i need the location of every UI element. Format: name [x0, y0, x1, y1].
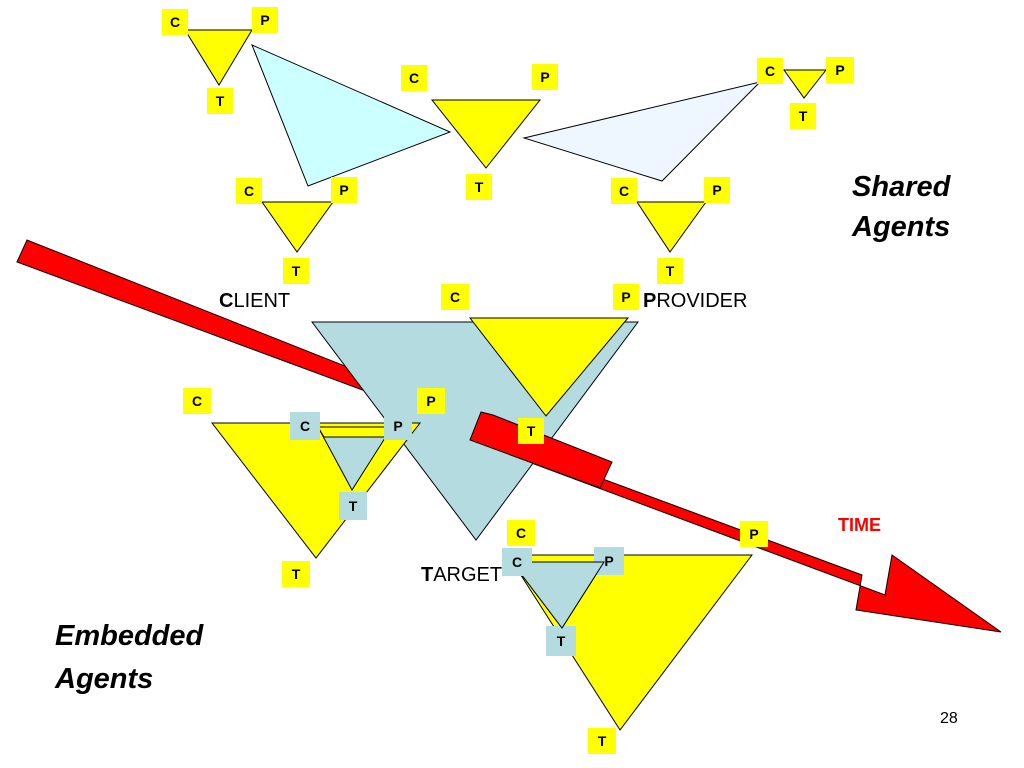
svg-text:P: P — [835, 62, 844, 78]
svg-text:T: T — [527, 423, 536, 439]
svg-text:P: P — [393, 418, 402, 434]
target-c-box: C — [441, 284, 469, 310]
svg-text:T: T — [557, 633, 566, 649]
agent-client-t-box: T — [283, 258, 309, 284]
target-inner-triangle — [468, 317, 630, 417]
svg-text:T: T — [799, 108, 808, 124]
embedded-left-p-box: P — [417, 388, 445, 414]
embedded-left-inner-c-box: C — [290, 412, 320, 440]
agent-top-left-p-box: P — [252, 7, 278, 33]
svg-text:P: P — [604, 553, 613, 569]
client-target-link-triangle — [251, 44, 452, 187]
svg-text:C: C — [300, 418, 310, 434]
embedded-left-t-box: T — [282, 561, 310, 587]
svg-text:C: C — [192, 393, 202, 409]
svg-text:C: C — [619, 183, 629, 199]
agent-top-right-p-box: P — [826, 57, 854, 83]
embedded-left-inner-t-box: T — [339, 492, 367, 520]
agent-client-c-box: C — [236, 178, 262, 204]
svg-text:C: C — [765, 63, 775, 79]
shared-agents-heading-line2: Agents — [851, 211, 950, 243]
svg-text:P: P — [260, 12, 269, 28]
target-provider-link-triangle — [522, 81, 762, 182]
svg-text:T: T — [292, 263, 301, 279]
svg-text:P: P — [749, 526, 758, 542]
embedded-bottom-c-box: C — [507, 520, 535, 546]
svg-text:P: P — [339, 182, 348, 198]
svg-text:T: T — [349, 498, 358, 514]
svg-text:C: C — [516, 525, 526, 541]
embedded-bottom-t-box: T — [588, 728, 616, 754]
time-arrow — [16, 239, 1002, 633]
svg-text:P: P — [621, 289, 630, 305]
embedded-left-triangle — [210, 422, 422, 559]
agent-provider-p-box: P — [704, 177, 730, 203]
svg-text:C: C — [170, 14, 180, 30]
target-p-box: P — [613, 284, 639, 310]
agent-provider-triangle — [636, 201, 707, 253]
time-label: TIME — [838, 515, 881, 535]
svg-text:T: T — [666, 263, 675, 279]
shared-agents-heading-line1: Shared — [852, 171, 952, 203]
page-number: 28 — [940, 710, 958, 727]
agent-top-center-c-box: C — [401, 65, 427, 91]
agent-client-p-box: P — [331, 177, 357, 203]
svg-text:C: C — [450, 289, 460, 305]
agent-provider-t-box: T — [657, 258, 683, 284]
provider-role-label: PROVIDER — [643, 290, 747, 312]
agent-top-center-triangle — [430, 99, 542, 169]
svg-text:T: T — [292, 566, 301, 582]
agent-top-right-triangle — [783, 69, 828, 99]
agent-top-center-p-box: P — [532, 64, 558, 90]
embedded-agents-heading-line1: Embedded — [55, 620, 205, 652]
agent-client-triangle — [261, 201, 334, 253]
svg-text:T: T — [475, 179, 484, 195]
target-t-box: T — [518, 418, 544, 444]
agent-top-left-triangle — [184, 29, 253, 86]
time-arrow-front-segment — [469, 411, 613, 489]
embedded-agents-heading-line2: Agents — [54, 663, 153, 695]
svg-text:P: P — [712, 182, 721, 198]
svg-text:C: C — [244, 183, 254, 199]
embedded-bottom-triangle-overlay — [510, 561, 605, 629]
svg-text:C: C — [409, 70, 419, 86]
agent-top-right-t-box: T — [790, 103, 816, 129]
embedded-left-band — [317, 426, 393, 438]
embedded-bottom-inner-c-box-overlay: C — [502, 548, 532, 576]
agent-top-left-t-box: T — [207, 88, 233, 114]
svg-text:P: P — [540, 69, 549, 85]
svg-text:T: T — [598, 733, 607, 749]
svg-text:C: C — [512, 554, 522, 570]
agent-provider-c-box: C — [611, 178, 637, 204]
embedded-left-inner-p-box: P — [384, 412, 412, 440]
svg-text:T: T — [216, 93, 225, 109]
client-role-label: CLIENT — [219, 290, 290, 312]
agent-top-left-c-box: C — [162, 9, 188, 35]
target-role-label: TARGET — [421, 564, 502, 586]
agent-top-right-c-box: C — [757, 58, 783, 84]
svg-text:P: P — [426, 393, 435, 409]
embedded-left-c-box: C — [183, 388, 211, 414]
agent-top-center-t-box: T — [466, 174, 492, 200]
embedded-bottom-p-box: P — [740, 521, 768, 547]
embedded-bottom-inner-t-box: T — [546, 626, 576, 656]
